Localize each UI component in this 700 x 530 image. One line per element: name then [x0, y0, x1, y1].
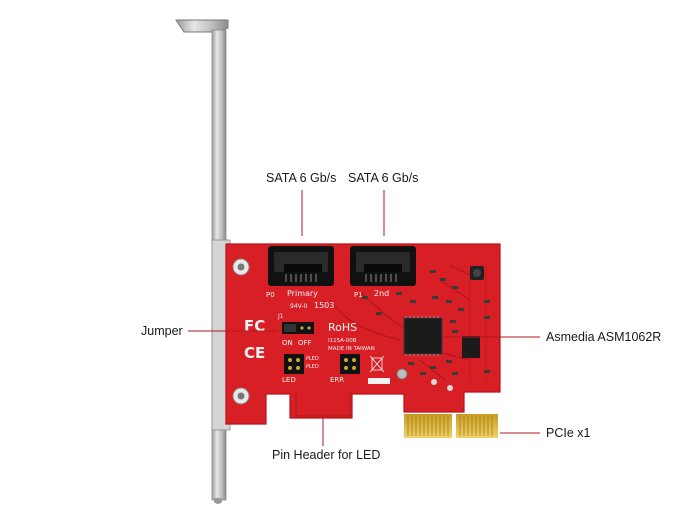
led-pin-header [284, 354, 304, 374]
callout-sata-left: SATA 6 Gb/s [266, 171, 337, 185]
mounting-hole-top [232, 258, 250, 276]
err-pin-header [340, 354, 360, 374]
silk-pled-1: PLED [306, 356, 319, 362]
callout-lines [188, 190, 540, 446]
silk-94v0: 94V-0 [290, 303, 308, 310]
silk-off: OFF [298, 339, 312, 347]
mounting-hole-bottom [232, 387, 250, 405]
pci-bracket [175, 19, 231, 504]
silk-pled-2: PLED [306, 364, 319, 370]
ce-mark: CE [244, 344, 265, 362]
callout-pcie: PCIe x1 [546, 426, 591, 440]
smd-components [362, 270, 490, 391]
silk-j1: J1 [277, 313, 284, 320]
serial-sticker [368, 378, 390, 384]
pcb-board [225, 243, 501, 425]
silk-date-code: 1503 [314, 301, 334, 310]
fc-mark: FC [244, 317, 265, 335]
silk-made-in-taiwan: MADE IN TAIWAN [328, 346, 375, 352]
silk-p0: P0 [266, 291, 275, 299]
small-ic [462, 266, 484, 358]
silk-on: ON [282, 339, 293, 347]
weee-bin-icon [369, 355, 385, 373]
callout-pin-header: Pin Header for LED [272, 448, 381, 462]
silk-rohs: RoHS [328, 321, 357, 334]
sata-connector-primary [268, 246, 334, 286]
callout-jumper: Jumper [141, 324, 183, 338]
jumper-header [282, 322, 314, 334]
callout-chip: Asmedia ASM1062R [546, 330, 662, 344]
silk-2nd: 2nd [374, 289, 389, 298]
callout-sata-right: SATA 6 Gb/s [348, 171, 419, 185]
silk-led: LED [282, 376, 296, 384]
asmedia-chip [403, 316, 443, 356]
silk-p1: P1 [354, 291, 363, 299]
silk-err: ERR [330, 376, 344, 384]
silk-primary: Primary [287, 289, 318, 298]
pcie-gold-fingers [404, 414, 498, 438]
sata-connector-secondary [350, 246, 416, 286]
capacitor [396, 368, 408, 380]
silk-model: I115A-00B [328, 338, 357, 344]
